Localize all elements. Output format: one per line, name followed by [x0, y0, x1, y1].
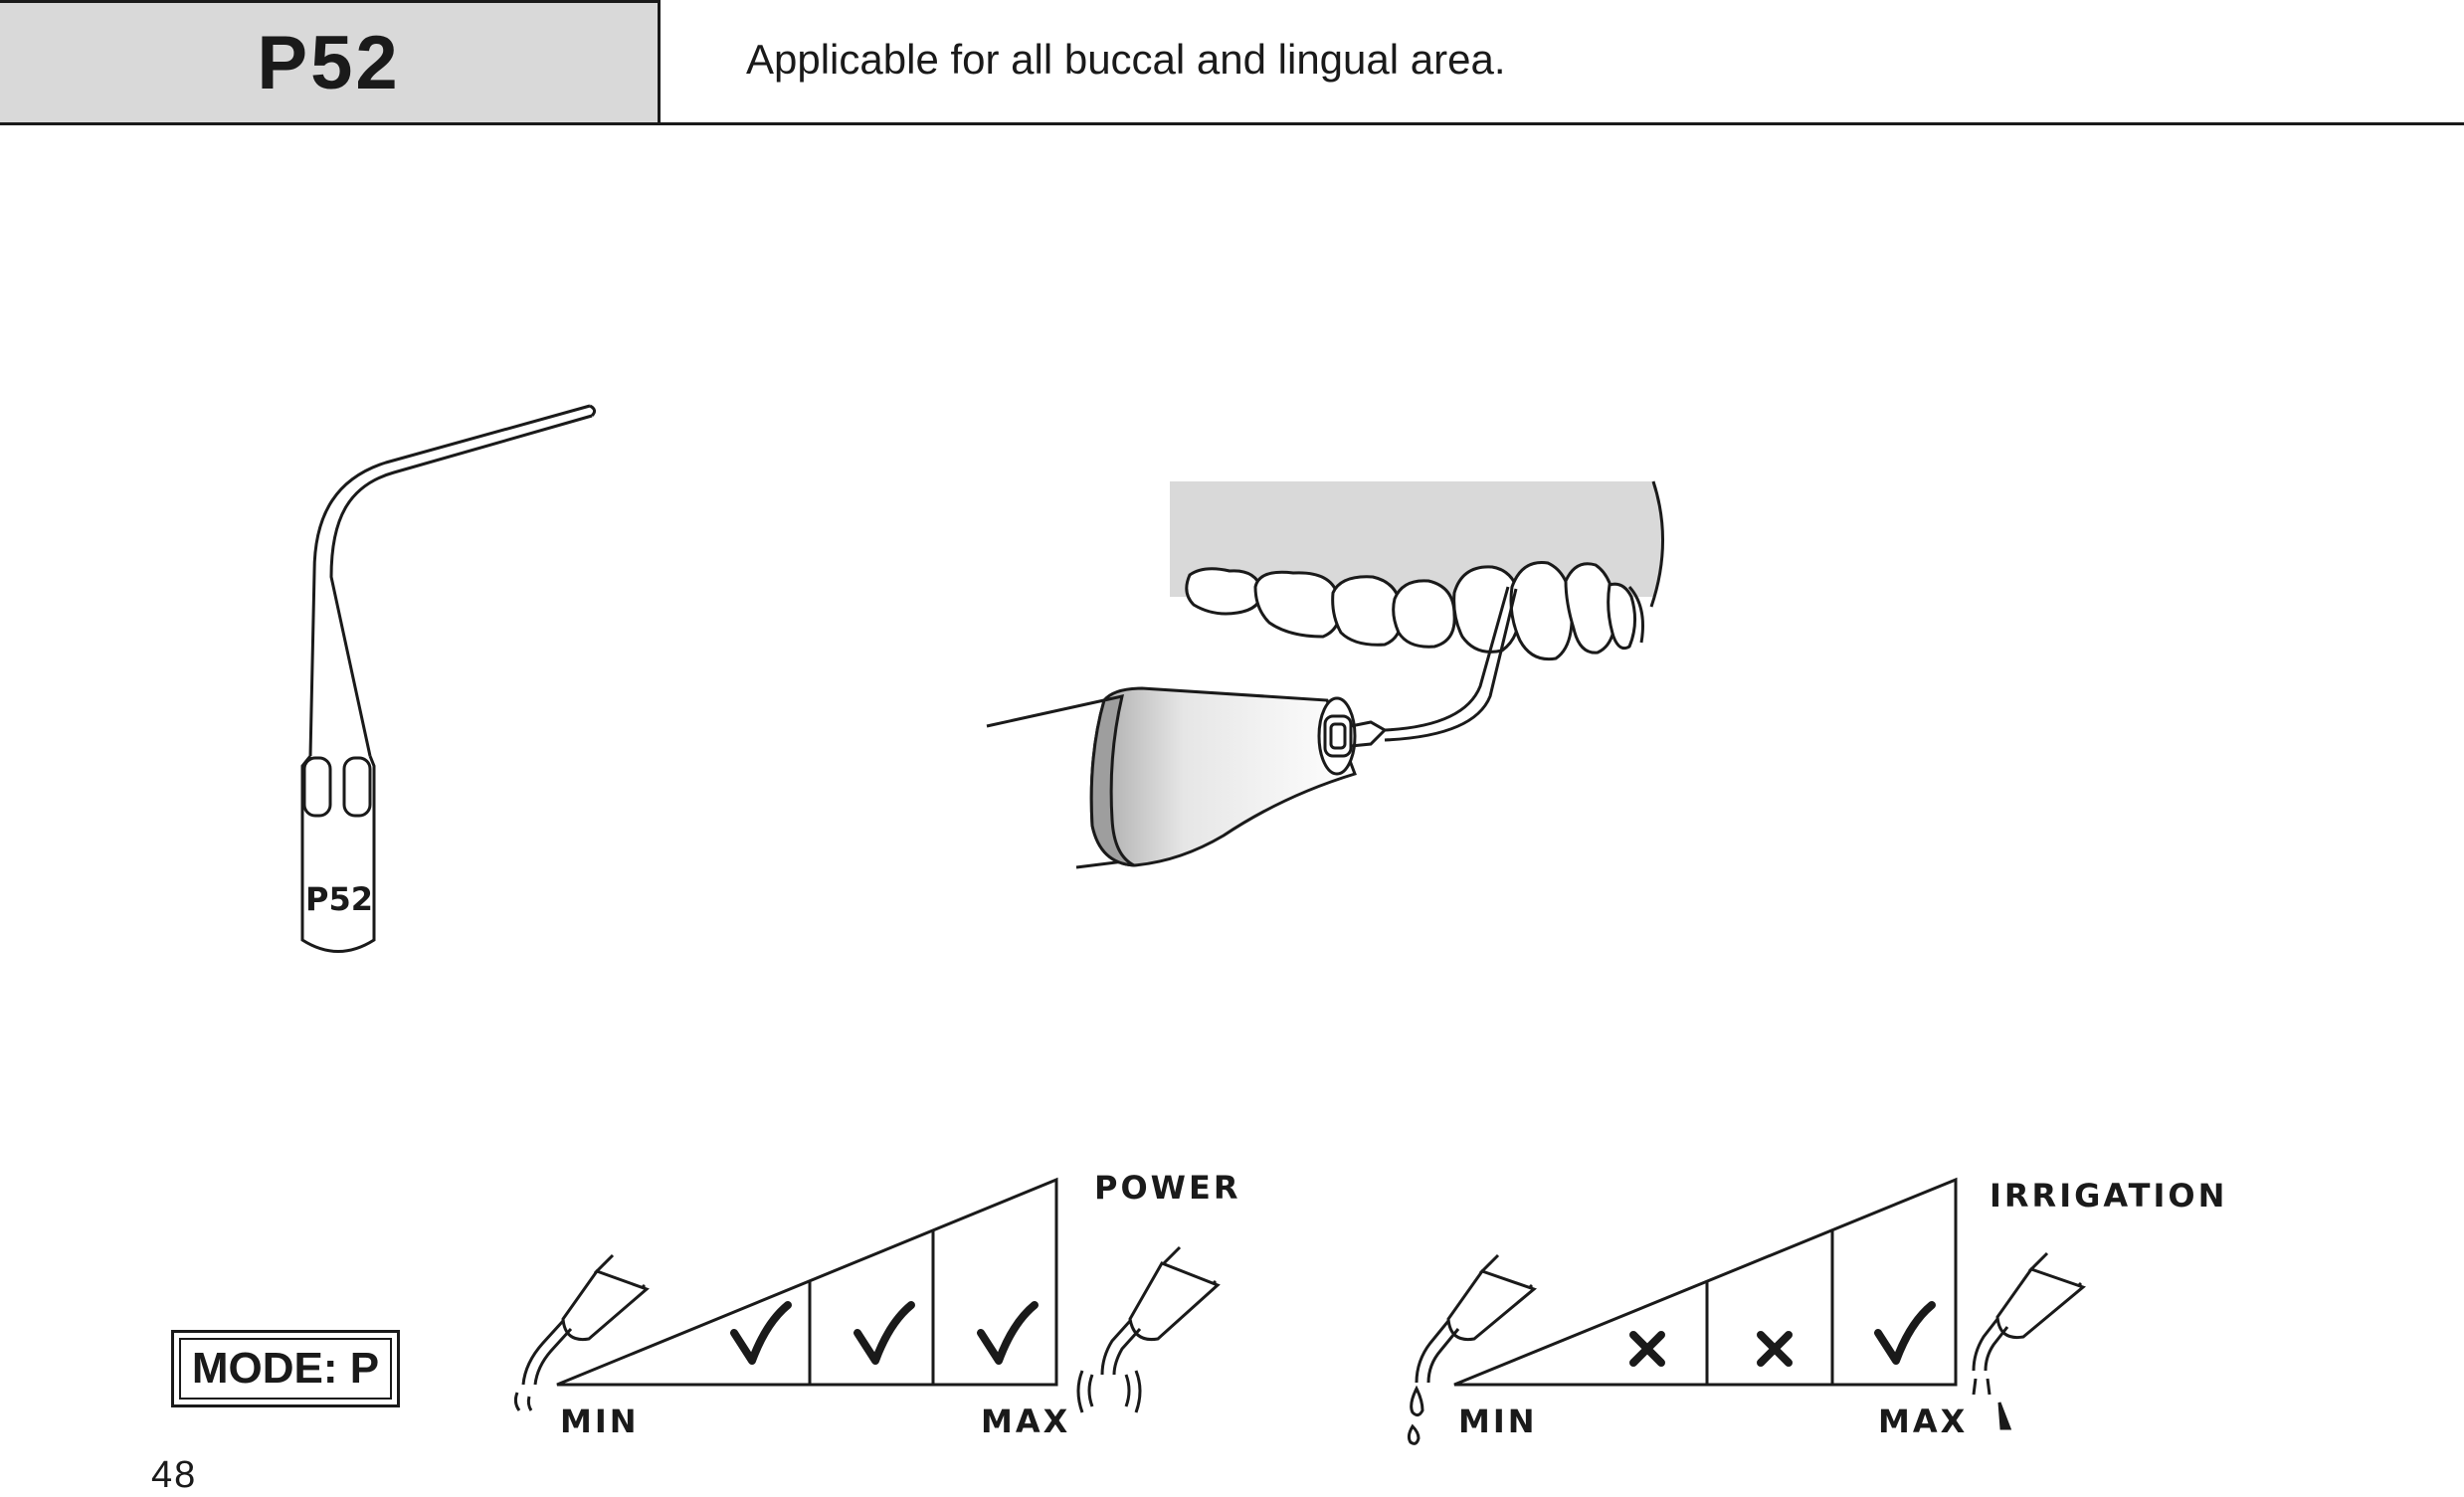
irrigation-min-label: MIN	[1458, 1403, 1538, 1440]
tip-label: P52	[305, 880, 373, 918]
page-number: 48	[151, 1454, 198, 1496]
power-level-checks	[730, 1301, 1039, 1365]
irrigation-max-label: MAX	[1878, 1403, 1968, 1440]
power-scale	[556, 1177, 1058, 1387]
power-title: POWER	[1094, 1169, 1240, 1207]
power-max-handpiece-icon	[1076, 1245, 1221, 1413]
mode-label: MODE: P	[191, 1344, 380, 1393]
irrigation-scale	[1453, 1177, 1958, 1387]
header-code: P52	[257, 21, 401, 105]
teeth-illustration	[986, 480, 1664, 869]
power-min-handpiece-icon	[513, 1253, 650, 1411]
header-code-box: P52	[0, 0, 661, 123]
irrigation-min-handpiece-icon	[1407, 1253, 1538, 1445]
mode-indicator: MODE: P	[171, 1330, 400, 1407]
power-min-label: MIN	[560, 1403, 640, 1440]
irrigation-level-marks	[1629, 1301, 1936, 1367]
power-max-label: MAX	[981, 1403, 1070, 1440]
scaler-tip-illustration	[300, 404, 597, 953]
irrigation-max-handpiece-icon	[1972, 1251, 2087, 1430]
mode-inner-frame	[179, 1338, 392, 1400]
header-rule	[0, 122, 2464, 125]
irrigation-title: IRRIGATION	[1990, 1177, 2227, 1215]
header-description: Applicable for all buccal and lingual ar…	[746, 36, 1506, 83]
